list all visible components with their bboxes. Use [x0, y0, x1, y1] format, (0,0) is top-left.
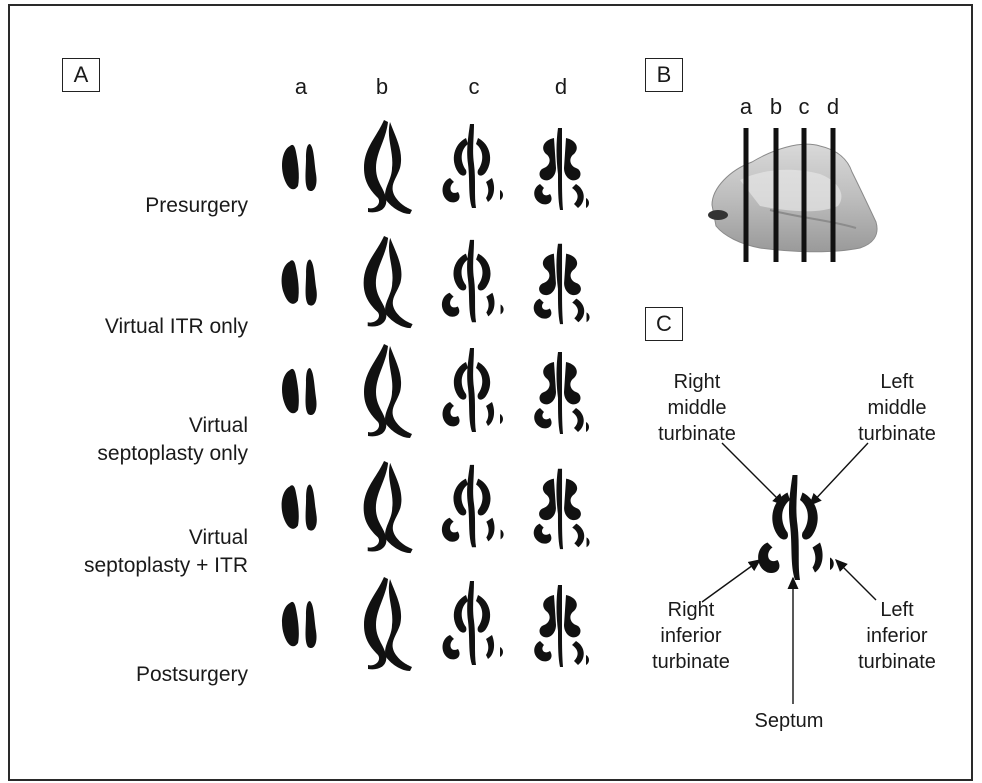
- labeled-cross-section: [0, 0, 982, 783]
